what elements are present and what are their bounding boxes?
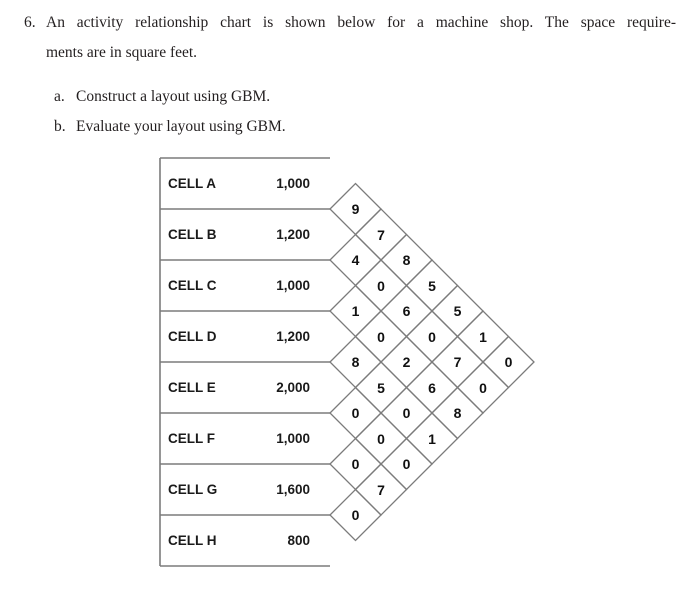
department-area: 1,200 bbox=[276, 226, 310, 242]
relationship-value: 8 bbox=[351, 354, 360, 370]
department-name: CELL H bbox=[168, 532, 217, 548]
department-area: 1,000 bbox=[276, 175, 310, 191]
question-line-1: An activity relationship chart is shown … bbox=[46, 14, 676, 31]
relationship-value: 9 bbox=[351, 201, 360, 217]
subpart-a: a. Construct a layout using GBM. bbox=[54, 82, 676, 112]
relationship-value: 5 bbox=[453, 303, 462, 319]
relationship-value: 1 bbox=[428, 430, 436, 447]
relationship-value: 8 bbox=[402, 252, 411, 268]
relationship-value: 2 bbox=[402, 354, 411, 370]
department-name: CELL G bbox=[168, 481, 218, 497]
relationship-value: 0 bbox=[377, 430, 385, 447]
department-name: CELL E bbox=[168, 379, 216, 395]
relationship-value: 5 bbox=[428, 277, 436, 294]
relationship-value: 0 bbox=[479, 379, 487, 396]
relationship-value: 4 bbox=[351, 252, 360, 268]
question-block: 6. An activity relationship chart is sho… bbox=[24, 8, 676, 142]
relationship-diamond-lines bbox=[329, 182, 535, 542]
relationship-value: 1 bbox=[479, 328, 487, 345]
department-name: CELL A bbox=[168, 175, 217, 191]
relationship-value: 6 bbox=[428, 379, 436, 396]
department-area: 2,000 bbox=[276, 379, 310, 395]
department-name: CELL C bbox=[168, 277, 217, 293]
question-line-2: ments are in square feet. bbox=[46, 44, 198, 61]
department-area: 800 bbox=[287, 532, 310, 548]
subpart-b-label: b. bbox=[54, 118, 66, 135]
department-area: 1,000 bbox=[276, 430, 310, 446]
department-area: 1,000 bbox=[276, 277, 310, 293]
relationship-value: 7 bbox=[377, 226, 385, 243]
relationship-value: 0 bbox=[351, 507, 360, 523]
relationship-value: 0 bbox=[504, 354, 513, 370]
relationship-value: 0 bbox=[351, 456, 360, 472]
question-subparts: a. Construct a layout using GBM. b. Eval… bbox=[54, 82, 676, 142]
subpart-b-text: Evaluate your layout using GBM. bbox=[76, 118, 286, 135]
relationship-value: 0 bbox=[377, 277, 385, 294]
department-name: CELL D bbox=[168, 328, 217, 344]
relationship-value: 8 bbox=[453, 405, 462, 421]
relationship-value: 7 bbox=[453, 354, 462, 370]
relationship-value: 5 bbox=[377, 379, 385, 396]
relationship-value: 0 bbox=[402, 405, 411, 421]
relationship-value: 0 bbox=[377, 328, 385, 345]
subpart-a-text: Construct a layout using GBM. bbox=[76, 88, 271, 105]
department-area: 1,600 bbox=[276, 481, 310, 497]
relationship-value: 1 bbox=[351, 303, 360, 319]
department-name: CELL F bbox=[168, 430, 215, 446]
question-number: 6. bbox=[24, 14, 36, 31]
department-area: 1,200 bbox=[276, 328, 310, 344]
relationship-value: 0 bbox=[351, 405, 360, 421]
subpart-a-label: a. bbox=[54, 88, 65, 105]
relationship-value: 0 bbox=[428, 328, 436, 345]
subpart-b: b. Evaluate your layout using GBM. bbox=[54, 112, 676, 142]
arc-grid-svg bbox=[159, 157, 535, 567]
question-first-line: 6. An activity relationship chart is sho… bbox=[24, 8, 676, 38]
relationship-value: 0 bbox=[402, 456, 411, 472]
relationship-value: 7 bbox=[377, 481, 385, 498]
department-table-lines bbox=[159, 157, 330, 567]
department-name: CELL B bbox=[168, 226, 217, 242]
relationship-value: 6 bbox=[402, 303, 411, 319]
